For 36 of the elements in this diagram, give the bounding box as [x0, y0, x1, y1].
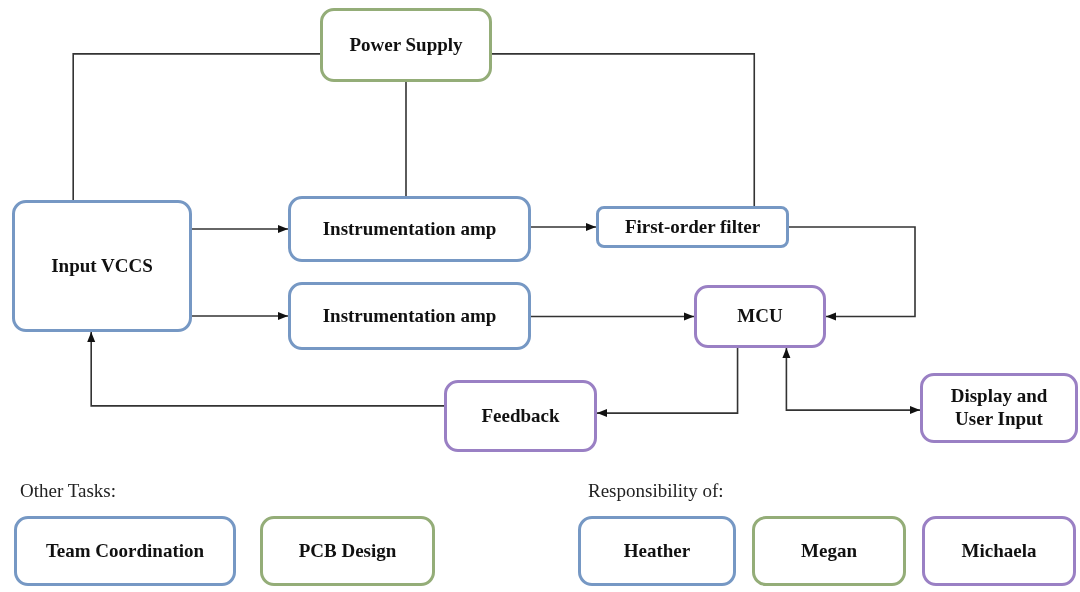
box-label: Instrumentation amp — [321, 304, 498, 328]
process-box — [320, 8, 492, 82]
arrow — [782, 347, 921, 415]
section-heading: Responsibility of: — [588, 480, 724, 502]
process-box — [694, 285, 826, 348]
process-box — [288, 282, 531, 350]
process-box — [260, 516, 435, 586]
arrow — [191, 312, 289, 320]
box-label: Instrumentation amp — [321, 217, 498, 241]
process-box — [444, 380, 597, 452]
legend-label: Heather — [623, 539, 691, 563]
box-label: PCB Design — [297, 539, 398, 563]
arrow — [788, 226, 916, 321]
box-label: MCU — [736, 305, 784, 328]
box-label: First-order filter — [623, 215, 762, 239]
connector-line — [405, 81, 407, 197]
arrow — [530, 312, 695, 321]
section-heading: Other Tasks: — [20, 480, 116, 502]
arrow — [530, 223, 597, 231]
box-label: Team Coordination — [44, 539, 206, 563]
process-box — [596, 206, 789, 248]
process-box — [12, 200, 192, 332]
arrow — [191, 225, 289, 233]
box-label: Power Supply — [348, 33, 464, 57]
process-box — [14, 516, 236, 586]
box-label: Input VCCS — [50, 254, 154, 278]
process-box — [288, 196, 531, 262]
box-label: Feedback — [480, 404, 561, 428]
box-label: Display and User Input — [949, 385, 1049, 431]
arrow — [87, 331, 445, 407]
process-box — [920, 373, 1078, 443]
legend-label: Megan — [801, 539, 857, 563]
legend-label: Michaela — [961, 539, 1037, 563]
arrow — [596, 347, 739, 418]
connector-line — [72, 53, 321, 201]
connector-line — [491, 53, 756, 207]
